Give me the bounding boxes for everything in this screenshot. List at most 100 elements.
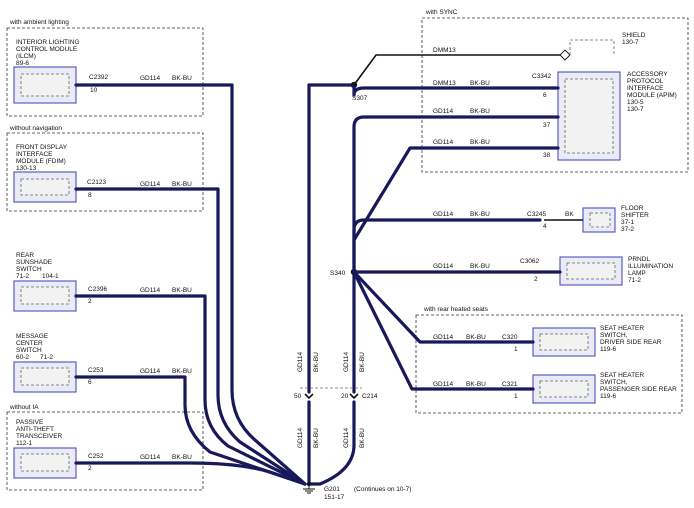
message-connector: C253 — [88, 367, 104, 374]
ground-note: (Continues on 10-7) — [354, 486, 411, 493]
apim-label-4: MODULE (APIM) — [627, 92, 677, 99]
wire-label-circuit-pats: GD114 — [140, 454, 160, 461]
module-seat-heater-passenger: GD114 BK-BU C321 1 SEAT HEATER SWITCH, P… — [352, 270, 677, 404]
apim-wire-color-1: BK-BU — [470, 80, 490, 87]
wire-label-color-sunshade: BK-BU — [172, 287, 192, 294]
prndl-label-1: PRNDL — [628, 256, 650, 263]
apim-label-3: INTERFACE — [627, 85, 664, 92]
drain-label: DMM13 — [433, 47, 456, 54]
fdim-connector: C2123 — [87, 179, 107, 186]
wire-label-circuit-ilcm: GD114 — [140, 75, 160, 82]
driver-label-3: DRIVER SIDE REAR — [600, 339, 662, 346]
group-ambient-lighting: with ambient lighting — [6, 19, 204, 117]
group-label-heated: with rear heated seats — [423, 306, 489, 313]
message-ref-2: 71-2 — [40, 354, 53, 361]
floor-bk-color: BK — [565, 211, 574, 218]
prndl-label-2: ILLUMINATION — [628, 263, 673, 270]
floor-wire-circuit: GD114 — [433, 211, 453, 218]
module-message-center: MESSAGE CENTER SWITCH 60-2 71-2 C253 6 — [13, 333, 104, 393]
wire-sunshade — [74, 294, 307, 486]
ilcm-label-2: CONTROL MODULE — [16, 46, 78, 53]
sunshade-pin: 2 — [88, 298, 92, 305]
apim-pin-2: 37 — [543, 122, 551, 129]
message-label-2: CENTER — [16, 340, 43, 347]
fdim-label-4: 130-13 — [16, 165, 37, 172]
ilcm-label-3: (ILCM) — [16, 53, 36, 60]
sunshade-connector: C2396 — [88, 286, 108, 293]
wire-fdim — [74, 187, 307, 486]
passenger-wire-circuit: GD114 — [433, 381, 453, 388]
sunshade-label-1: REAR — [16, 252, 34, 259]
vlabel-circuit-2: GD114 — [343, 352, 350, 372]
passenger-label-2: SWITCH, — [600, 379, 628, 386]
apim-label-5: 130-5 — [627, 99, 644, 106]
ilcm-label-1: INTERIOR LIGHTING — [16, 39, 80, 46]
module-prndl: GD114 BK-BU C3062 2 PRNDL ILLUMINATION L… — [352, 256, 673, 286]
module-seat-heater-driver: GD114 BK-BU C320 1 SEAT HEATER SWITCH, D… — [352, 270, 662, 357]
driver-wire-circuit: GD114 — [433, 334, 453, 341]
message-label-3: SWITCH — [16, 347, 42, 354]
ilcm-pin: 10 — [90, 87, 98, 94]
c214-pin-left: 50 — [294, 393, 302, 400]
module-rear-sunshade: REAR SUNSHADE SWITCH 71-2 104-1 C2396 2 — [13, 252, 108, 312]
vlabel-circuit-3: GD114 — [297, 428, 304, 448]
prndl-connector: C3062 — [520, 258, 540, 265]
fdim-label-1: FRONT DISPLAY — [16, 144, 68, 151]
message-pin: 6 — [88, 379, 92, 386]
wire-label-color-fdim: BK-BU — [172, 181, 192, 188]
c214-arrow-left — [304, 393, 314, 400]
apim-wire-circuit-1: DMM13 — [433, 80, 456, 87]
shield-label-1: SHIELD — [622, 32, 646, 39]
module-floor-shifter: GD114 BK-BU C3245 4 BK FLOOR SHIFTER 37-… — [352, 205, 649, 274]
apim-wire-circuit-3: GD114 — [433, 139, 453, 146]
apim-label-6: 130-7 — [627, 106, 644, 113]
pats-label-3: TRANSCEIVER — [16, 433, 63, 440]
module-fdim: FRONT DISPLAY INTERFACE MODULE (FDIM) 13… — [13, 144, 107, 203]
c214-label: C214 — [362, 393, 378, 400]
passenger-label-1: SEAT HEATER — [600, 372, 644, 379]
driver-label-1: SEAT HEATER — [600, 325, 644, 332]
pats-pin: 2 — [88, 465, 92, 472]
passenger-label-4: 119-6 — [600, 393, 617, 400]
wire-apim-38 — [352, 146, 560, 242]
module-ilcm: INTERIOR LIGHTING CONTROL MODULE (ILCM) … — [13, 39, 109, 104]
wire-label-circuit-message: GD114 — [140, 368, 160, 375]
floor-label-4: 37-2 — [621, 226, 634, 233]
passenger-pin: 1 — [514, 393, 518, 400]
apim-wire-color-3: BK-BU — [470, 139, 490, 146]
floor-label-2: SHIFTER — [621, 212, 649, 219]
sunshade-ref-2: 104-1 — [42, 273, 59, 280]
s307-label: S307 — [352, 95, 368, 102]
sunshade-ref-1: 71-2 — [16, 273, 29, 280]
prndl-wire-circuit: GD114 — [433, 263, 453, 270]
group-without-navigation: without navigation — [6, 125, 204, 212]
wire-floor-shifter — [352, 218, 542, 274]
group-with-sync: with SYNC — [421, 9, 689, 173]
driver-label-4: 119-6 — [600, 346, 617, 353]
left-wires — [74, 83, 307, 486]
group-label-navigation: without navigation — [9, 125, 62, 132]
vlabel-color-4: BK-BU — [359, 428, 366, 448]
wire-s340-lower — [307, 400, 356, 486]
ground-label: G201 — [324, 486, 340, 493]
apim-connector: C3342 — [532, 73, 552, 80]
group-without-ia: without IA — [6, 404, 204, 491]
center-wires — [307, 83, 356, 486]
group-label-ambient: with ambient lighting — [9, 19, 69, 26]
wire-label-circuit-sunshade: GD114 — [140, 287, 160, 294]
vlabel-color-2: BK-BU — [359, 352, 366, 372]
floor-label-1: FLOOR — [621, 205, 644, 212]
module-apim: ACCESSORY PROTOCOL INTERFACE MODULE (API… — [532, 71, 677, 161]
ilcm-connector: C2392 — [89, 74, 109, 81]
module-pats: PASSIVE ANTI-THEFT TRANSCEIVER 112-1 C25… — [13, 419, 104, 479]
ground-ref: 151-17 — [324, 494, 345, 501]
wire-label-color-ilcm: BK-BU — [172, 75, 192, 82]
ground-g201: G201 151-17 (Continues on 10-7) — [303, 481, 411, 501]
shield-dash — [569, 39, 615, 55]
pats-connector: C252 — [88, 453, 104, 460]
vlabel-color-1: BK-BU — [313, 352, 320, 372]
shield-diamond-icon — [559, 49, 571, 61]
apim-label-2: PROTOCOL — [627, 78, 664, 85]
apim-label-1: ACCESSORY — [627, 71, 668, 78]
fdim-label-2: INTERFACE — [16, 151, 53, 158]
